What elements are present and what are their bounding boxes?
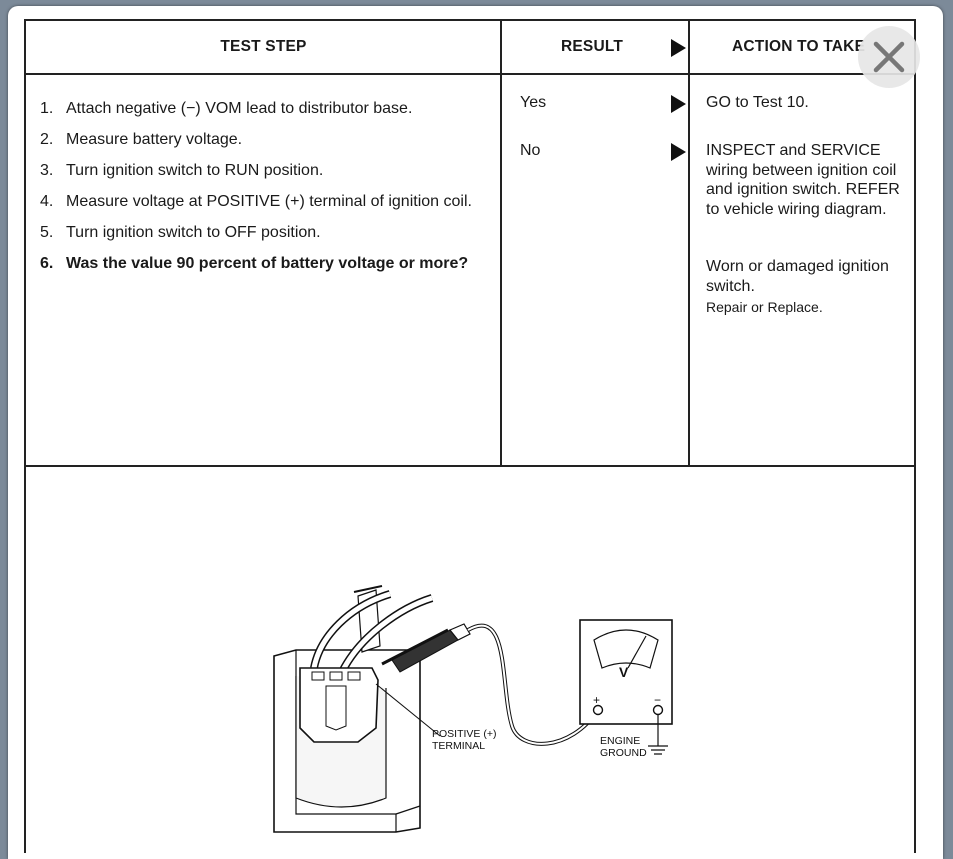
coil-voltage-diagram [273,585,673,833]
action-no: INSPECT and SERVICE wiring between ignit… [706,142,900,218]
triangle-right-icon [671,143,686,161]
test-steps-list: 1.Attach negative (−) VOM lead to distri… [40,98,480,284]
meter-unit-label: V [619,664,629,680]
list-item: 6.Was the value 90 percent of battery vo… [40,255,469,272]
positive-terminal-label: POSITIVE (+) TERMINAL [432,728,497,752]
column-divider [688,21,690,467]
list-item: 3.Turn ignition switch to RUN position. [40,162,324,179]
result-no: No [520,142,541,159]
result-header-label: RESULT [561,38,624,55]
action-header-label: ACTION TO TAKE [732,38,866,55]
result-yes: Yes [520,94,547,111]
triangle-right-icon [671,95,686,113]
test-step-header-label: TEST STEP [220,38,307,55]
action-header: ACTION TO TAKE [689,21,916,75]
diagnostic-table: TEST STEP RESULT ACTION TO TAKE 1.Attach… [24,19,916,853]
list-item: 5.Turn ignition switch to OFF position. [40,224,321,241]
action-yes: GO to Test 10. [706,94,809,111]
engine-ground-label: ENGINE GROUND [600,735,647,759]
action-extra: Worn or damaged ignition switch. [706,258,889,295]
list-item: 1.Attach negative (−) VOM lead to distri… [40,100,413,117]
action-extra-small: Repair or Replace. [706,299,823,315]
meter-minus-label: − [654,693,662,707]
list-item: 2.Measure battery voltage. [40,131,243,148]
list-item: 4.Measure voltage at POSITIVE (+) termin… [40,193,472,210]
column-divider [500,21,502,467]
meter-plus-label: + [593,693,601,707]
triangle-right-icon [671,39,686,57]
row-divider [26,465,914,467]
close-button[interactable] [858,26,920,88]
close-icon[interactable] [872,40,906,74]
test-step-header: TEST STEP [26,21,501,75]
result-header: RESULT [501,21,689,75]
